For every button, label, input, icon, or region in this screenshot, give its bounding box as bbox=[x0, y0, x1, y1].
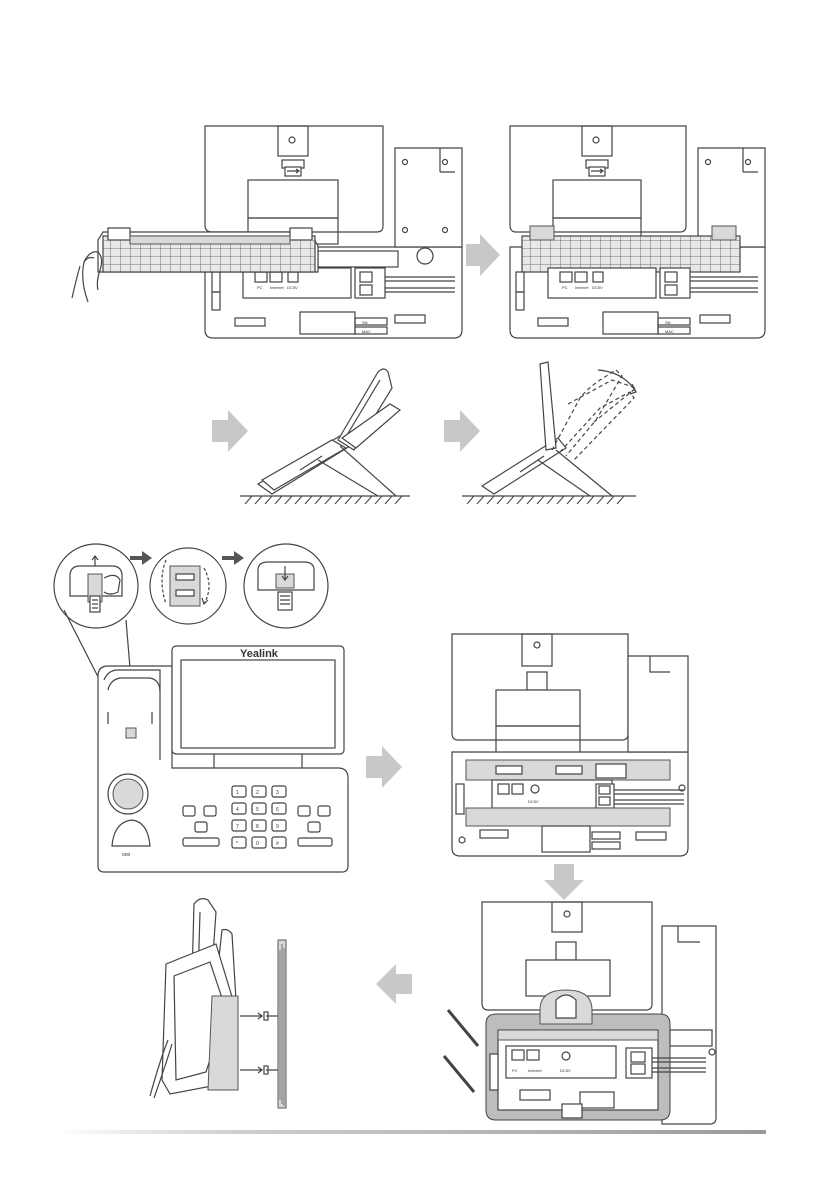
step-arrow-6 bbox=[376, 964, 412, 1004]
key-3: 3 bbox=[276, 790, 279, 796]
mac-label: MAC bbox=[362, 329, 371, 334]
detail-arrow-1 bbox=[130, 551, 152, 565]
sn-label: SN bbox=[665, 320, 671, 325]
key-8: 8 bbox=[256, 824, 259, 830]
step-arrow-1 bbox=[466, 234, 500, 276]
mac-label: MAC bbox=[665, 329, 674, 334]
brand-logo: Yealink bbox=[240, 648, 279, 660]
side-view-desk bbox=[240, 369, 410, 504]
logo-mark: ooo bbox=[122, 852, 131, 858]
key-star: * bbox=[236, 841, 238, 847]
key-6: 6 bbox=[276, 807, 279, 813]
power-port-label: DC5V bbox=[287, 285, 298, 290]
bottom-divider bbox=[56, 1130, 766, 1134]
step-arrow-3 bbox=[444, 410, 480, 452]
key-2: 2 bbox=[256, 790, 259, 796]
detail-arrow-2 bbox=[222, 551, 244, 565]
pc-port-label: PC bbox=[562, 285, 568, 290]
step-arrow-2 bbox=[212, 410, 248, 452]
step-arrow-5 bbox=[544, 864, 584, 900]
key-1: 1 bbox=[236, 790, 239, 796]
side-view-adjust-angle bbox=[462, 362, 636, 504]
internet-port-label: Internet bbox=[575, 285, 589, 290]
back-view-mounted: PC Internet DC5V bbox=[444, 902, 716, 1124]
key-hash: # bbox=[276, 841, 279, 847]
internet-port-label: Internet bbox=[528, 1068, 542, 1073]
key-0: 0 bbox=[256, 841, 259, 847]
hook-detail-3 bbox=[244, 544, 328, 628]
key-9: 9 bbox=[276, 824, 279, 830]
power-port-label: DC5V bbox=[592, 285, 603, 290]
pc-port-label: PC bbox=[512, 1068, 518, 1073]
step-arrow-4 bbox=[366, 746, 402, 788]
sn-label: SN bbox=[362, 320, 368, 325]
key-4: 4 bbox=[236, 807, 239, 813]
pc-port-label: PC bbox=[257, 285, 263, 290]
power-port-label: DC5V bbox=[560, 1068, 571, 1073]
step1-stand-attached: PC Internet DC5V SN MAC bbox=[510, 126, 765, 338]
step1-stand-attach: PC Internet DC5V SN MAC bbox=[72, 126, 462, 338]
key-7: 7 bbox=[236, 824, 239, 830]
power-port-label: DC5V bbox=[528, 799, 539, 804]
key-5: 5 bbox=[256, 807, 259, 813]
hook-detail-2 bbox=[150, 548, 226, 624]
side-view-wall-mount bbox=[150, 899, 286, 1108]
phone-front-view: Yealink ooo 1 2 3 4 5 6 7 8 9 * 0 # bbox=[98, 646, 348, 872]
internet-port-label: Internet bbox=[270, 285, 284, 290]
back-view-wall-bracket: DC5V bbox=[452, 634, 688, 856]
